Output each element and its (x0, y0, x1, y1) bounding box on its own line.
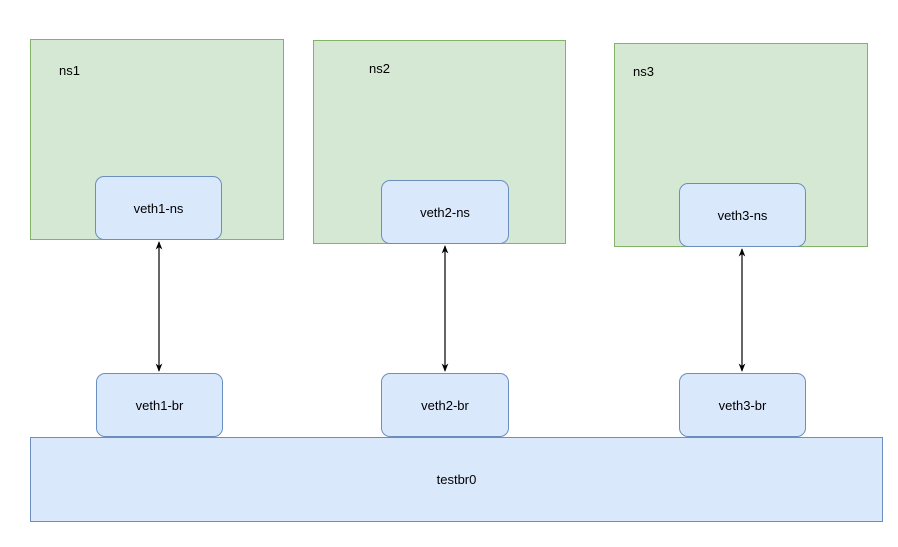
namespace-label: ns1 (59, 63, 80, 78)
veth1-br-interface: veth1-br (96, 373, 223, 437)
namespace-label: ns2 (369, 61, 390, 76)
bridge-testbr0: testbr0 (30, 437, 883, 522)
namespace-label: ns3 (633, 64, 654, 79)
veth2-ns-interface: veth2-ns (381, 180, 509, 244)
veth1-ns-interface: veth1-ns (95, 176, 222, 240)
veth3-br-interface: veth3-br (679, 373, 806, 437)
veth3-ns-interface: veth3-ns (679, 183, 806, 247)
veth2-br-interface: veth2-br (381, 373, 509, 437)
